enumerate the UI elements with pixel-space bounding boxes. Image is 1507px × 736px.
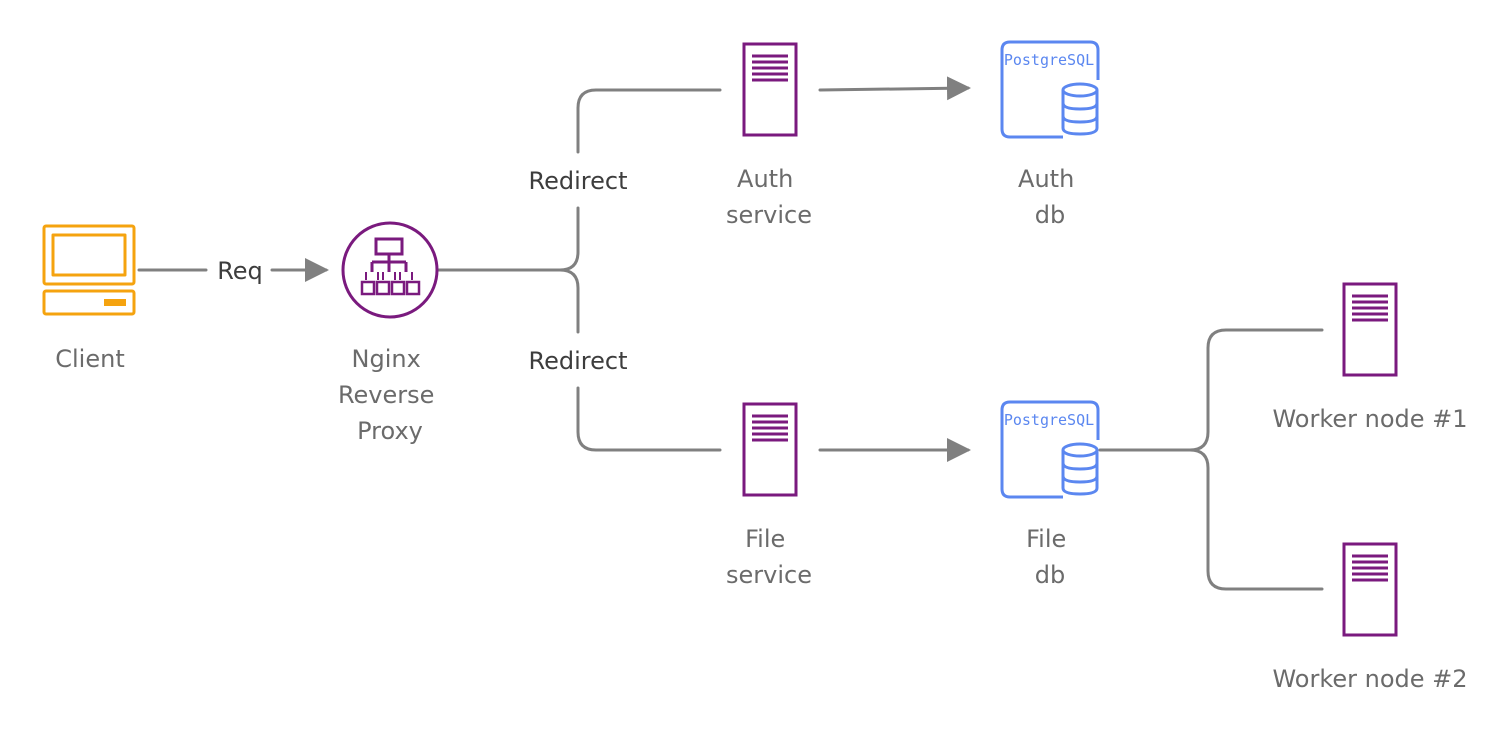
file-db-badge: PostgreSQL: [1004, 411, 1094, 429]
edge-auth-service-to-auth-db: [818, 76, 971, 101]
database-icon: [1000, 40, 1100, 139]
worker-node-2[interactable]: Worker node #2: [1272, 542, 1468, 693]
edge-file-db-to-worker-1: [1188, 328, 1324, 452]
file-db-label-line-2: db: [1035, 561, 1065, 589]
server-icon: [1342, 542, 1398, 637]
file-db-node[interactable]: PostgreSQL File db: [1000, 400, 1100, 589]
file-service-label-line-1: File: [745, 525, 785, 553]
server-icon: [742, 402, 798, 497]
auth-service-label: Auth service: [726, 165, 812, 229]
auth-db-node[interactable]: PostgreSQL Auth db: [1000, 40, 1100, 229]
worker-node-1-label: Worker node #1: [1272, 405, 1467, 433]
edge-redirect-to-file-service: [576, 386, 722, 452]
load-balancer-icon: [341, 221, 439, 319]
proxy-node[interactable]: Nginx Reverse Proxy: [338, 221, 442, 445]
server-icon: [1342, 282, 1398, 377]
auth-db-label-line-2: db: [1035, 201, 1065, 229]
file-service-label-line-2: service: [726, 561, 812, 589]
edge-label-redirect-auth: Redirect: [529, 167, 628, 195]
edge-redirect-to-auth-service-upper: [558, 206, 580, 272]
edge-redirect-to-file-service-upper: [558, 268, 580, 334]
auth-db-badge: PostgreSQL: [1004, 51, 1094, 69]
client-label: Client: [55, 345, 124, 373]
proxy-label-line-2: Reverse: [338, 381, 434, 409]
auth-service-label-line-1: Auth: [737, 165, 793, 193]
proxy-label-line-1: Nginx: [352, 345, 421, 373]
auth-db-label: Auth db: [1018, 165, 1082, 229]
file-service-label: File service: [726, 525, 812, 589]
file-service-node[interactable]: File service: [726, 402, 812, 589]
auth-service-node[interactable]: Auth service: [726, 42, 812, 229]
edge-file-db-to-worker-2: [1188, 448, 1324, 591]
client-node[interactable]: Client: [42, 224, 136, 373]
file-db-label-line-1: File: [1026, 525, 1066, 553]
desktop-computer-icon: [42, 224, 136, 316]
edge-label-req: Req: [217, 257, 263, 285]
proxy-label: Nginx Reverse Proxy: [338, 345, 442, 445]
server-icon: [742, 42, 798, 137]
file-db-label: File db: [1026, 525, 1074, 589]
auth-db-label-line-1: Auth: [1018, 165, 1074, 193]
worker-node-2-label: Worker node #2: [1272, 665, 1467, 693]
edge-label-redirect-file: Redirect: [529, 347, 628, 375]
proxy-label-line-3: Proxy: [357, 417, 423, 445]
edge-redirect-to-auth-service: [576, 88, 722, 154]
worker-node-1[interactable]: Worker node #1: [1272, 282, 1468, 433]
database-icon: [1000, 400, 1100, 499]
auth-service-label-line-2: service: [726, 201, 812, 229]
